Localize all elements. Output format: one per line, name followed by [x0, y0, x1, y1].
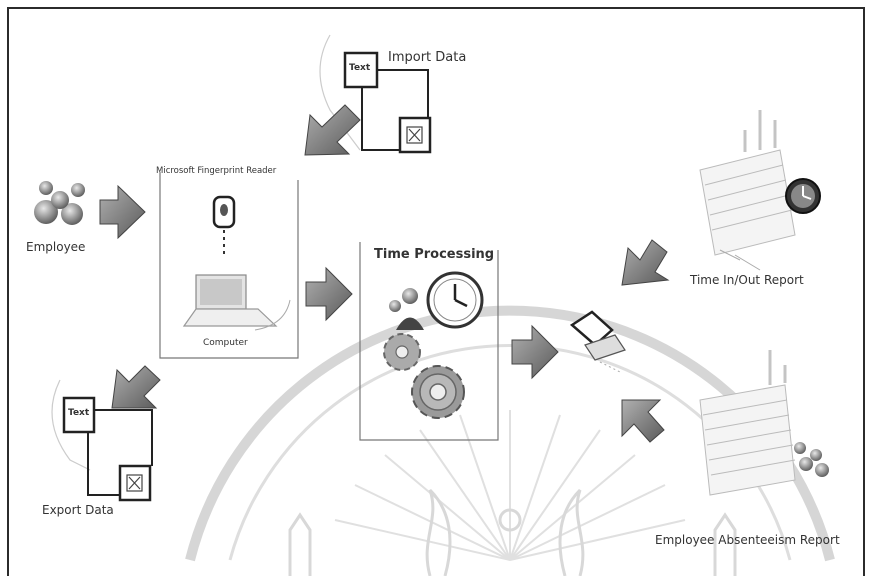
export-data-label: Export Data: [42, 503, 114, 517]
employee-absenteeism-report-label: Employee Absenteeism Report: [655, 533, 840, 547]
printer-icon: [569, 310, 626, 373]
diagram-frame: [7, 7, 865, 576]
export-text-box-label: Text: [68, 408, 90, 418]
time-in-out-report-label: Time In/Out Report: [690, 273, 804, 287]
employee-to-reader-arrow: [99, 184, 146, 240]
report-clock-icon: [785, 178, 821, 214]
export-arrow-icon: [111, 365, 161, 409]
import-arrow-icon: [304, 104, 361, 156]
employee-icon: [34, 181, 85, 225]
gear-icon: [383, 333, 465, 419]
export-text-doc-icon: [62, 396, 96, 434]
to-time-report-arrow: [621, 239, 670, 286]
computer-label: Computer: [203, 338, 248, 348]
export-data-group: [51, 365, 161, 502]
import-connector-lower: [361, 87, 400, 151]
computer-to-processing-arrow: [305, 266, 353, 322]
to-absenteeism-report-arrow: [621, 399, 665, 443]
processing-to-printer-arrow: [511, 324, 559, 380]
time-report-chart-icon: [699, 110, 796, 271]
time-processing-label: Time Processing: [374, 247, 495, 262]
import-data-label: Import Data: [388, 50, 467, 65]
import-text-box-label: Text: [349, 63, 371, 73]
absentee-people-icon: [794, 442, 829, 477]
fingerprint-reader-icon: [212, 195, 236, 229]
capture-group-box: [159, 172, 299, 359]
import-connector: [377, 69, 429, 118]
export-connector: [94, 409, 153, 466]
employee-label: Employee: [26, 240, 86, 254]
computer-icon: [182, 274, 291, 331]
import-decor-curve: [319, 34, 361, 151]
fingerprint-reader-label: Microsoft Fingerprint Reader: [156, 166, 277, 176]
absenteeism-report-chart-icon: [699, 350, 796, 496]
worker-icon: [389, 288, 424, 330]
clock-icon: [426, 271, 484, 329]
time-processing-box: [359, 242, 499, 441]
export-connector-lower: [87, 432, 120, 496]
import-data-group: [304, 34, 432, 156]
